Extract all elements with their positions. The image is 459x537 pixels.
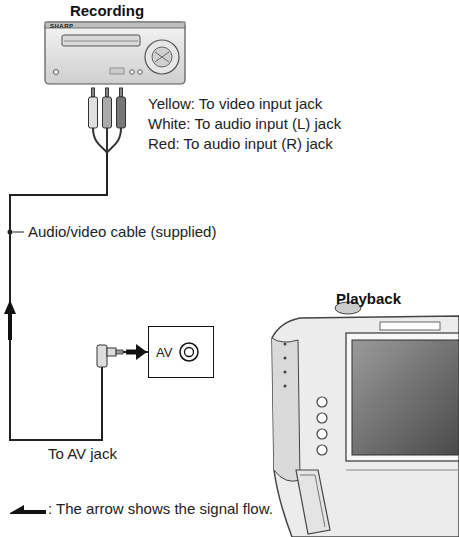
av-plug xyxy=(97,344,147,367)
camera-illustration xyxy=(272,302,459,537)
jack-label: To AV jack xyxy=(48,445,117,463)
plug-label: Yellow: To video input jack xyxy=(148,95,322,113)
plug-label: Red: To audio input (R) jack xyxy=(148,135,333,153)
brand-logo: SHARP xyxy=(50,22,74,30)
leader-dot xyxy=(8,230,13,235)
legend-arrow xyxy=(8,504,48,516)
heading: Playback xyxy=(336,290,459,308)
heading: Recording xyxy=(37,2,177,20)
vcr-illustration xyxy=(45,22,185,84)
cable-label: Audio/video cable (supplied) xyxy=(28,223,216,241)
camera-node: Playback xyxy=(262,290,459,537)
plug-label: White: To audio input (L) jack xyxy=(148,115,341,133)
jack-symbol xyxy=(178,341,200,363)
av-cable xyxy=(4,152,148,440)
jack-label: AV xyxy=(156,345,172,360)
av-jack-inset: AV xyxy=(148,326,214,378)
leader-line xyxy=(13,232,24,233)
legend-text: : The arrow shows the signal flow. xyxy=(48,500,273,518)
rca-plugs xyxy=(89,88,126,153)
